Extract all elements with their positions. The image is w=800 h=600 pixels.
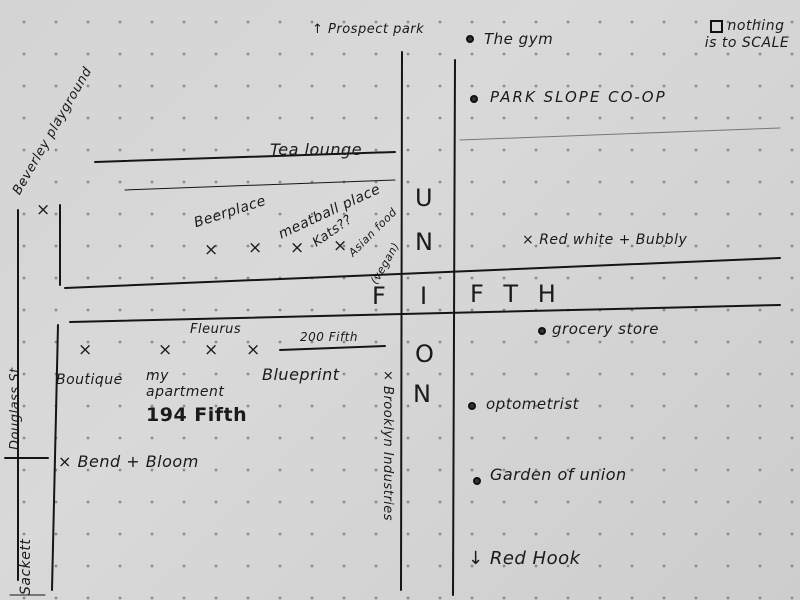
bend-bloom-marker-icon: × — [58, 452, 78, 471]
street-north-upper — [94, 151, 396, 163]
fleurus-marker-icon: × — [204, 340, 219, 360]
brooklyn-industries-label: × Brooklyn Industries — [380, 370, 395, 522]
kats-marker-icon: × — [290, 238, 305, 258]
optometrist-label: optometrist — [486, 395, 580, 413]
wine-shop-marker-icon: × — [522, 232, 540, 248]
red-hook-label: ↓ Red Hook — [468, 548, 581, 569]
avenue-letter-u: U — [415, 184, 434, 212]
apartment-address: 194 Fifth — [146, 404, 248, 426]
cross-street-north — [64, 257, 781, 289]
fleurus-label: Fleurus — [190, 322, 242, 337]
apartment-marker-icon: × — [158, 340, 173, 360]
asian-food-marker-icon: × — [333, 236, 348, 256]
boutique-marker-icon: × — [78, 340, 93, 360]
grocery-dot-icon — [538, 327, 546, 335]
top-faint-line — [459, 127, 781, 141]
gym-dot-icon — [466, 35, 474, 43]
fifth-ave-east-line — [452, 59, 456, 596]
boutique-label: Boutique — [56, 372, 123, 388]
bend-bloom-label: × Bend + Bloom — [58, 452, 199, 471]
beerplace-marker-icon: × — [204, 240, 219, 260]
street-north-lower — [124, 179, 396, 191]
left-street-line2 — [51, 324, 59, 591]
avenue-letter-f: F — [372, 282, 387, 310]
tea-lounge-label: Tea lounge — [270, 140, 363, 159]
blueprint-marker-icon: × — [246, 340, 261, 360]
boxed-dot-icon — [709, 19, 723, 33]
coop-dot-icon — [470, 95, 478, 103]
avenue-letter-o: O — [415, 340, 435, 368]
coop-label: PARK SLOPE CO-OP — [490, 88, 667, 106]
wine-shop-label: × Red white + Bubbly — [522, 232, 688, 248]
gym-label: The gym — [484, 30, 554, 48]
playground-marker-icon: × — [36, 200, 51, 220]
apartment-label: my apartment — [146, 368, 225, 400]
avenue-letter-n: N — [415, 228, 434, 256]
meatball-marker-icon: × — [248, 238, 263, 258]
sackett-street-label: Sackett — [18, 538, 34, 595]
avenue-letters-fth: F T H — [470, 280, 562, 308]
fifth-ave-west-line — [400, 51, 403, 591]
garden-dot-icon — [473, 477, 481, 485]
prospect-park-label: ↑ Prospect park — [312, 22, 425, 37]
optometrist-dot-icon — [468, 402, 476, 410]
underline-200-fifth — [279, 345, 386, 351]
north-arrow-icon: ↑ — [312, 22, 324, 37]
douglass-street-label: Douglass St — [8, 367, 23, 450]
scale-note: nothing is to SCALE — [704, 18, 790, 51]
200-fifth-label: 200 Fifth — [300, 330, 358, 344]
avenue-letter-n2: N — [413, 380, 432, 408]
avenue-letter-i: I — [420, 282, 428, 310]
south-arrow-icon: ↓ — [468, 548, 484, 569]
garden-label: Garden of union — [490, 465, 627, 484]
blueprint-label: Blueprint — [262, 365, 340, 384]
cross-street-south — [69, 304, 781, 323]
grocery-label: grocery store — [552, 320, 659, 338]
